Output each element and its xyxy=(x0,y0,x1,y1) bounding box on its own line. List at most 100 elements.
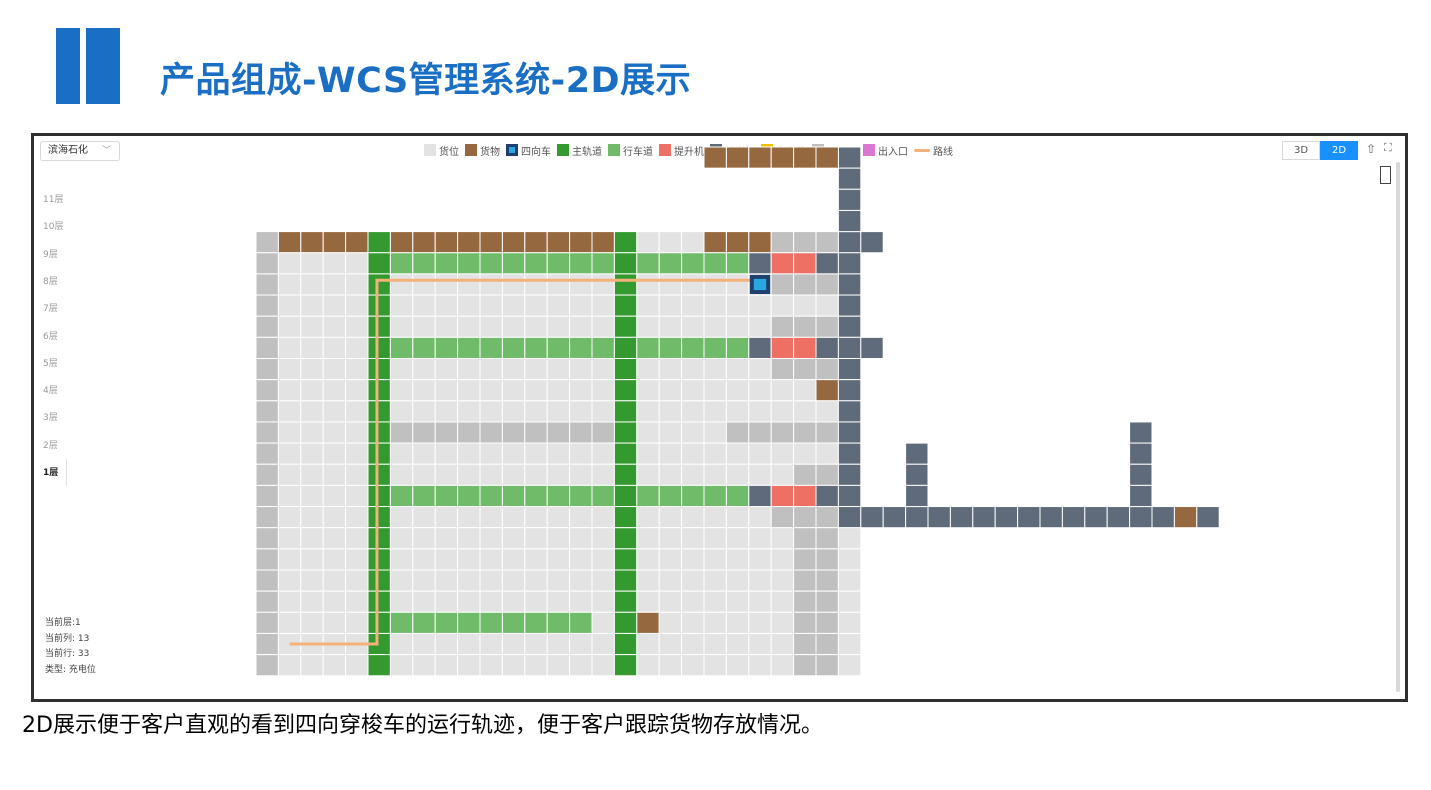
grid-cell[interactable] xyxy=(658,358,683,381)
grid-cell[interactable] xyxy=(322,484,347,508)
grid-cell[interactable] xyxy=(770,294,795,317)
grid-cell[interactable] xyxy=(569,484,593,508)
grid-cell[interactable] xyxy=(389,252,414,275)
grid-cell[interactable] xyxy=(591,442,615,465)
grid-cell[interactable] xyxy=(725,590,750,613)
grid-cell[interactable] xyxy=(277,252,302,275)
grid-cell[interactable] xyxy=(457,484,481,508)
grid-cell[interactable] xyxy=(412,484,436,508)
grid-cell[interactable] xyxy=(546,590,571,613)
grid-cell[interactable] xyxy=(300,506,324,529)
grid-cell[interactable] xyxy=(770,252,795,275)
grid-cell[interactable] xyxy=(389,379,414,402)
grid-cell[interactable] xyxy=(367,294,391,317)
grid-cell[interactable] xyxy=(322,231,347,254)
grid-cell[interactable] xyxy=(412,632,436,656)
grid-cell[interactable] xyxy=(479,379,503,402)
grid-cell[interactable] xyxy=(389,611,414,634)
grid-cell[interactable] xyxy=(681,358,705,381)
grid-cell[interactable] xyxy=(770,506,795,529)
grid-cell[interactable] xyxy=(524,484,548,508)
grid-cell[interactable] xyxy=(300,463,324,486)
floor-item[interactable]: 10层 xyxy=(43,222,64,233)
grid-cell[interactable] xyxy=(479,315,503,338)
grid-cell[interactable] xyxy=(569,379,593,402)
grid-cell[interactable] xyxy=(300,336,324,360)
grid-cell[interactable] xyxy=(277,400,302,423)
grid-cell[interactable] xyxy=(322,654,347,677)
grid-cell[interactable] xyxy=(770,315,795,338)
grid-cell[interactable] xyxy=(636,421,660,444)
grid-cell[interactable] xyxy=(479,548,503,571)
grid-cell[interactable] xyxy=(322,294,347,317)
grid-cell[interactable] xyxy=(389,569,414,592)
grid-cell[interactable] xyxy=(345,379,369,402)
grid-cell[interactable] xyxy=(1129,506,1153,529)
grid-cell[interactable] xyxy=(479,506,503,529)
grid-cell[interactable] xyxy=(457,548,481,571)
grid-cell[interactable] xyxy=(703,506,727,529)
grid-cell[interactable] xyxy=(658,506,683,529)
grid-cell[interactable] xyxy=(725,315,750,338)
grid-cell[interactable] xyxy=(546,421,571,444)
grid-cell[interactable] xyxy=(300,527,324,550)
fullscreen-icon[interactable]: ⛶ xyxy=(1384,141,1392,154)
grid-cell[interactable] xyxy=(524,506,548,529)
minimap-handle[interactable] xyxy=(1380,166,1391,184)
grid-cell[interactable] xyxy=(457,400,481,423)
grid-cell[interactable] xyxy=(300,611,324,634)
grid-cell[interactable] xyxy=(412,527,436,550)
grid-cell[interactable] xyxy=(636,590,660,613)
grid-cell[interactable] xyxy=(322,252,347,275)
grid-cell[interactable] xyxy=(681,442,705,465)
grid-cell[interactable] xyxy=(479,484,503,508)
grid-cell[interactable] xyxy=(479,358,503,381)
grid-cell[interactable] xyxy=(613,358,638,381)
grid-cell[interactable] xyxy=(524,252,548,275)
grid-cell[interactable] xyxy=(569,611,593,634)
floor-item[interactable]: 5层 xyxy=(43,358,58,369)
grid-cell[interactable] xyxy=(703,252,727,275)
shuttle-vehicle-icon[interactable] xyxy=(749,274,771,295)
grid-cell[interactable] xyxy=(591,484,615,508)
grid-cell[interactable] xyxy=(815,611,839,634)
grid-cell[interactable] xyxy=(725,421,750,444)
grid-cell[interactable] xyxy=(255,527,279,550)
grid-cell[interactable] xyxy=(277,315,302,338)
grid-cell[interactable] xyxy=(569,273,593,296)
grid-cell[interactable] xyxy=(613,611,638,634)
grid-cell[interactable] xyxy=(457,315,481,338)
grid-cell[interactable] xyxy=(658,442,683,465)
grid-cell[interactable] xyxy=(300,379,324,402)
floor-item[interactable]: 1层 xyxy=(43,468,59,478)
grid-cell[interactable] xyxy=(434,273,459,296)
grid-cell[interactable] xyxy=(1129,421,1153,444)
grid-cell[interactable] xyxy=(613,421,638,444)
grid-cell[interactable] xyxy=(569,442,593,465)
grid-cell[interactable] xyxy=(322,400,347,423)
grid-cell[interactable] xyxy=(389,315,414,338)
grid-cell[interactable] xyxy=(591,463,615,486)
grid-cell[interactable] xyxy=(322,506,347,529)
grid-cell[interactable] xyxy=(658,590,683,613)
grid-cell[interactable] xyxy=(255,336,279,360)
grid-cell[interactable] xyxy=(591,632,615,656)
grid-cell[interactable] xyxy=(703,590,727,613)
grid-cell[interactable] xyxy=(748,548,772,571)
grid-cell[interactable] xyxy=(815,315,839,338)
grid-cell[interactable] xyxy=(255,421,279,444)
grid-cell[interactable] xyxy=(725,463,750,486)
grid-cell[interactable] xyxy=(501,336,526,360)
grid-cell[interactable] xyxy=(412,569,436,592)
grid-cell[interactable] xyxy=(389,294,414,317)
grid-cell[interactable] xyxy=(815,273,839,296)
grid-cell[interactable] xyxy=(770,654,795,677)
grid-cell[interactable] xyxy=(613,252,638,275)
grid-cell[interactable] xyxy=(681,590,705,613)
grid-cell[interactable] xyxy=(770,569,795,592)
grid-cell[interactable] xyxy=(457,421,481,444)
grid-cell[interactable] xyxy=(681,548,705,571)
grid-cell[interactable] xyxy=(300,400,324,423)
grid-cell[interactable] xyxy=(748,358,772,381)
grid-cell[interactable] xyxy=(367,442,391,465)
